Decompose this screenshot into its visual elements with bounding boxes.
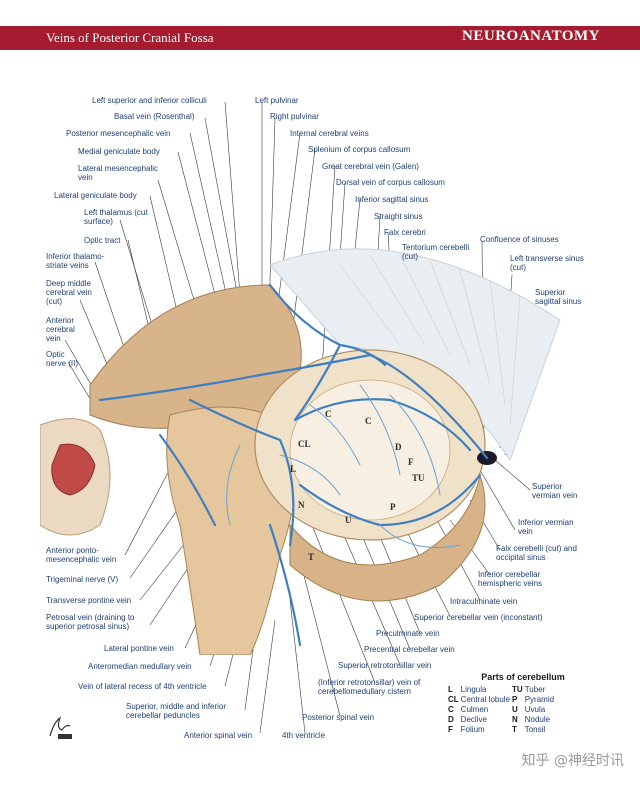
label-inferior-sagittal-sinus: Inferior sagittal sinus [355, 195, 429, 204]
section-brand: NEUROANATOMY [462, 28, 600, 44]
legend-term: Lingula [460, 685, 487, 694]
page-header: Veins of Posterior Cranial Fossa NEUROAN… [0, 26, 640, 50]
label-precentral-cerebellar-vein: Precentral cerebellar vein [364, 645, 455, 654]
legend-row: L Lingula TU Tuber [448, 685, 556, 695]
label-superior-vermian-vein: Superior vermian vein [532, 482, 578, 500]
label-anterior-cerebral-vein: Anterior cerebral vein [46, 316, 75, 343]
label-internal-cerebral-veins: Internal cerebral veins [290, 129, 369, 138]
label-inferior-thalamostriate-veins: Inferior thalamo-striate veins [46, 252, 105, 270]
legend-row: C Culmen U Uvula [448, 705, 556, 715]
label-lateral-geniculate-body: Lateral geniculate body [54, 191, 137, 200]
label-confluence: Confluence of sinuses [480, 235, 559, 244]
label-optic-nerve: Optic nerve (II) [46, 350, 79, 368]
cerebellum-letter: CL [298, 439, 311, 449]
cerebellum-letter: F [408, 457, 414, 467]
label-vein-lateral-recess: Vein of lateral recess of 4th ventricle [78, 682, 207, 691]
label-dorsal-vein-corpus-callosum: Dorsal vein of corpus callosum [336, 178, 445, 187]
legend-abbr: P [512, 695, 518, 704]
label-tentorium: Tentorium cerebelli (cut) [402, 243, 470, 261]
label-preculminate-vein: Preculminate vein [376, 629, 440, 638]
label-anterior-pontomesencephalic-vein: Anterior ponto-mesencephalic vein [46, 546, 117, 564]
legend-abbr: D [448, 715, 454, 724]
label-left-thalamus: Left thalamus (cut surface) [84, 208, 148, 226]
legend-abbr: C [448, 705, 454, 714]
legend-term: Uvula [524, 705, 546, 714]
cerebellum-letter: C [325, 409, 332, 419]
legend-term: Central lobule [460, 695, 511, 704]
legend-term: Nodule [524, 715, 551, 724]
top-margin [0, 0, 640, 26]
legend-term: Pyramid [524, 695, 555, 704]
legend-abbr: CL [448, 695, 459, 704]
label-straight-sinus: Straight sinus [374, 212, 423, 221]
watermark: 知乎 @神经时讯 [521, 753, 624, 769]
label-anteromedian-medullary-vein: Anteromedian medullary vein [88, 662, 192, 671]
legend-term: Tuber [524, 685, 546, 694]
page-title: Veins of Posterior Cranial Fossa [46, 30, 214, 45]
legend-abbr: T [512, 725, 517, 734]
legend-title: Parts of cerebellum [481, 672, 565, 682]
legend-row: D Declive N Nodule [448, 715, 556, 725]
artist-signature-icon [49, 716, 72, 739]
label-deep-middle-cerebral-vein: Deep middle cerebral vein (cut) [46, 279, 92, 306]
label-medial-geniculate-body: Medial geniculate body [78, 147, 160, 156]
legend-term: Culmen [460, 705, 489, 714]
cerebellum-letter: N [298, 500, 305, 510]
label-falx-cerebelli: Falx cerebelli (cut) and occipital sinus [496, 544, 577, 562]
label-cerebellar-peduncles: Superior, middle and inferior cerebellar… [126, 702, 227, 720]
label-great-cerebral-vein: Great cerebral vein (Galen) [322, 162, 419, 171]
label-inferior-cerebellar-hemispheric-veins: Inferior cerebellar hemispheric veins [478, 570, 543, 588]
label-right-pulvinar: Right pulvinar [270, 112, 319, 121]
label-petrosal-vein: Petrosal vein (draining to superior petr… [46, 613, 135, 631]
legend-abbr: TU [512, 685, 523, 694]
legend-abbr: F [448, 725, 453, 734]
legend-abbr: L [448, 685, 453, 694]
label-superior-cerebellar-vein: Superior cerebellar vein (inconstant) [414, 613, 543, 622]
legend-abbr: U [512, 705, 518, 714]
label-4th-ventricle: 4th ventricle [282, 731, 326, 740]
cerebellum-letter: TU [412, 473, 425, 483]
label-inferior-retrotonsillar-vein: (Inferior retrotonsillar) vein of cerebe… [318, 678, 421, 696]
label-superior-sagittal-sinus: Superior sagittal sinus [535, 288, 582, 306]
label-lateral-pontine-vein: Lateral pontine vein [104, 644, 174, 653]
cerebellum-legend: Parts of cerebellum L Lingula TU Tuber C… [448, 672, 598, 735]
cerebellum-letter: D [395, 442, 402, 452]
label-intraculminate-vein: Intraculminate vein [450, 597, 518, 606]
legend-abbr: N [512, 715, 518, 724]
cerebellum-letter: U [345, 515, 352, 525]
legend-row: F Folium T Tonsil [448, 725, 556, 735]
label-left-transverse-sinus: Left transverse sinus (cut) [510, 254, 584, 272]
label-lateral-mesencephalic-vein: Lateral mesencephalic vein [78, 164, 159, 182]
legend-row: CL Central lobule P Pyramid [448, 695, 556, 705]
legend-term: Declive [460, 715, 487, 724]
label-posterior-spinal-vein: Posterior spinal vein [302, 713, 375, 722]
label-posterior-mesencephalic-vein: Posterior mesencephalic vein [66, 129, 171, 138]
cerebellum-letter: T [308, 552, 314, 562]
label-superior-retrotonsillar-vein: Superior retrotonsillar vein [338, 661, 432, 670]
label-anterior-spinal-vein: Anterior spinal vein [184, 731, 253, 740]
label-inferior-vermian-vein: Inferior vermian vein [518, 518, 574, 536]
legend-term: Tonsil [524, 725, 546, 734]
label-left-pulvinar: Left pulvinar [255, 96, 299, 105]
cerebellum-letter: L [290, 464, 296, 474]
label-transverse-pontine-vein: Transverse pontine vein [46, 596, 132, 605]
cerebellum-letter: P [390, 502, 396, 512]
legend-term: Folium [460, 725, 485, 734]
label-falx-cerebri: Falx cerebri [384, 228, 426, 237]
label-basal-vein: Basal vein (Rosenthal) [114, 112, 195, 121]
label-trigeminal-nerve: Trigeminal nerve (V) [46, 575, 119, 584]
legend-table: L Lingula TU Tuber CL Central lobule P P… [448, 685, 556, 735]
cerebellum-letter: C [365, 416, 372, 426]
posterior-fossa-illustration: C C CL L D F TU P U N T [40, 248, 561, 655]
label-splenium: Splenium of corpus callosum [308, 145, 411, 154]
label-optic-tract: Optic tract [84, 236, 121, 245]
label-colliculi: Left superior and inferior colliculi [92, 96, 207, 105]
